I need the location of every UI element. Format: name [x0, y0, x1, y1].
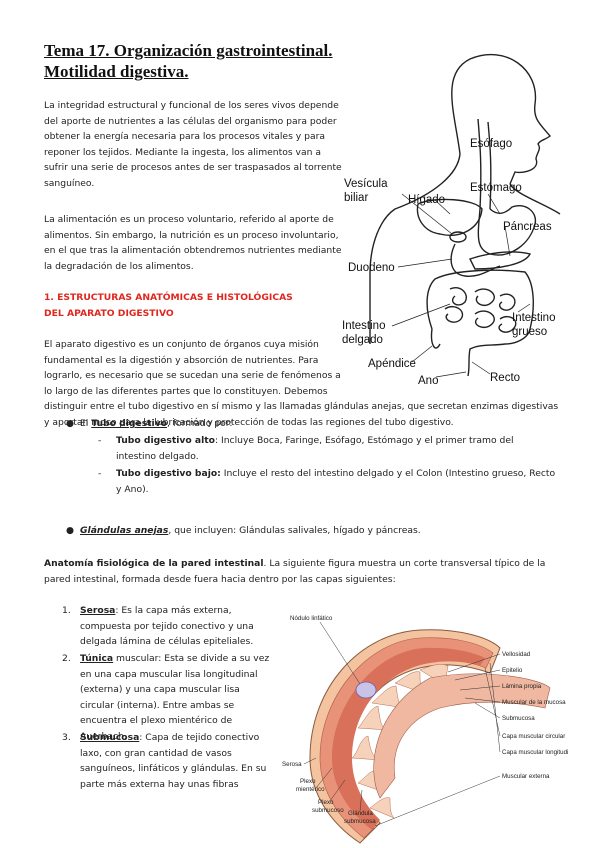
label-capa-long: Capa muscular longitudi [502, 749, 568, 756]
section-paragraph-a: El aparato digestivo es un conjunto de ó… [44, 339, 341, 397]
label-ano: Ano [418, 375, 438, 387]
label-ig-2: grueso [512, 326, 547, 338]
list-item-serosa: Serosa: Es la capa más externa, compuest… [80, 605, 254, 648]
intro-paragraph-1: La integridad estructural y funcional de… [44, 100, 342, 189]
digestive-system-figure: Esófago Vesícula biliar Hígado Estómago … [342, 53, 561, 387]
list-item-tunica: Túnica muscular: Esta se divide a su vez… [80, 653, 270, 742]
label-estomago: Estómago [470, 182, 522, 194]
label-id-2: delgado [342, 334, 383, 346]
label-higado: Hígado [408, 194, 445, 206]
page-title: Tema 17. Organización gastrointestinal. … [44, 41, 333, 81]
label-vellosidad: Vellosidad [502, 651, 531, 658]
label-muscular-mucosa: Muscular de la mucosa [502, 699, 566, 706]
label-serosa: Serosa [282, 761, 302, 768]
label-plexo-s-2: submucoso [312, 807, 344, 814]
label-vesicula-2: biliar [344, 192, 368, 204]
bullet-dot: ● [66, 418, 75, 429]
bullet-tubo-digestivo: El Tubo digestivo, formado por: [80, 418, 233, 429]
label-muscular-externa: Muscular externa [502, 773, 550, 780]
section-paragraph-b: distinguir entre el tubo digestivo en sí… [44, 401, 559, 428]
intro-paragraph-2: La alimentación es un proceso voluntario… [44, 214, 342, 272]
label-epitelio: Epitelio [502, 667, 523, 674]
label-vesicula-1: Vesícula [344, 178, 388, 190]
label-glandula-2: submucosa [344, 818, 376, 825]
label-plexo-m-1: Plexo [300, 778, 316, 785]
label-ig-1: Intestino [512, 312, 555, 324]
list-number: 1. [62, 605, 71, 616]
sub-item-bajo: Tubo digestivo bajo: Incluye el resto de… [116, 468, 556, 495]
label-id-1: Intestino [342, 320, 385, 332]
list-number: 2. [62, 653, 71, 664]
intestinal-wall-figure: Nódulo linfático Vellosidad Epitelio Lám… [282, 615, 568, 844]
label-pancreas: Páncreas [503, 221, 552, 233]
label-recto: Recto [490, 372, 520, 384]
label-apendice: Apéndice [368, 358, 416, 370]
label-plexo-s-1: Plexo [318, 799, 334, 806]
dash: - [98, 468, 102, 479]
label-nodulo: Nódulo linfático [290, 615, 333, 622]
dash: - [98, 435, 102, 446]
list-item-submucosa: Submucosa: Capa de tejido conectivo laxo… [80, 732, 267, 790]
label-duodeno: Duodeno [348, 262, 395, 274]
list-number: 3. [62, 732, 71, 743]
bullet-dot: ● [66, 525, 75, 536]
sub-item-alto: Tubo digestivo alto: Incluye Boca, Farin… [116, 435, 514, 462]
label-submucosa: Submucosa [502, 715, 535, 722]
label-lamina: Lámina propia [502, 683, 542, 690]
section-heading: 1. ESTRUCTURAS ANATÓMICAS E HISTOLÓGICAS… [44, 292, 293, 319]
label-esofago: Esófago [470, 138, 512, 150]
label-capa-circular: Capa muscular circular [502, 733, 565, 740]
bullet-glandulas: Glándulas anejas, que incluyen: Glándula… [80, 525, 421, 536]
anatomy-paragraph: Anatomía fisiológica de la pared intesti… [44, 558, 546, 585]
label-plexo-m-2: mientérico [296, 786, 325, 793]
label-glandula-1: Glándula [348, 810, 373, 817]
